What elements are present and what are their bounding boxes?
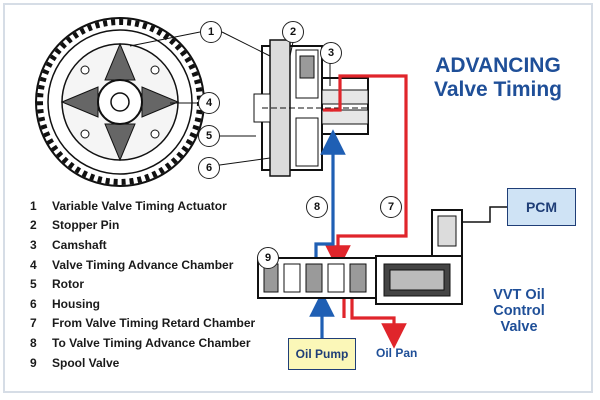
sprocket-gear xyxy=(35,17,205,187)
red-retard-flow xyxy=(323,74,408,349)
callout-7: 7 xyxy=(380,196,402,218)
callout-1: 1 xyxy=(200,21,222,43)
callout-6: 6 xyxy=(198,157,220,179)
blue-advance-flow xyxy=(309,129,346,340)
pcm-box: PCM xyxy=(507,188,576,226)
title-line-1: ADVANCING xyxy=(435,54,561,77)
title-line-2: Valve Timing xyxy=(434,78,562,101)
oil-pan-label: Oil Pan xyxy=(376,346,418,360)
callout-4: 4 xyxy=(198,92,220,114)
vvt-label-line-1: VVT Oil xyxy=(493,287,545,303)
diagram-frame xyxy=(3,3,593,393)
callout-3: 3 xyxy=(320,42,342,64)
callout-5: 5 xyxy=(198,125,220,147)
vvt-label-line-3: Valve xyxy=(500,319,538,335)
actuator-cross-section xyxy=(253,39,369,177)
oil-pump-box: Oil Pump xyxy=(288,338,356,370)
callout-8: 8 xyxy=(306,196,328,218)
oil-control-valve xyxy=(257,206,507,305)
callout-9: 9 xyxy=(257,247,279,269)
vvt-label-line-2: Control xyxy=(493,303,545,319)
vvt-valve-label: VVT Oil Control Valve xyxy=(484,287,554,335)
callout-2: 2 xyxy=(282,21,304,43)
